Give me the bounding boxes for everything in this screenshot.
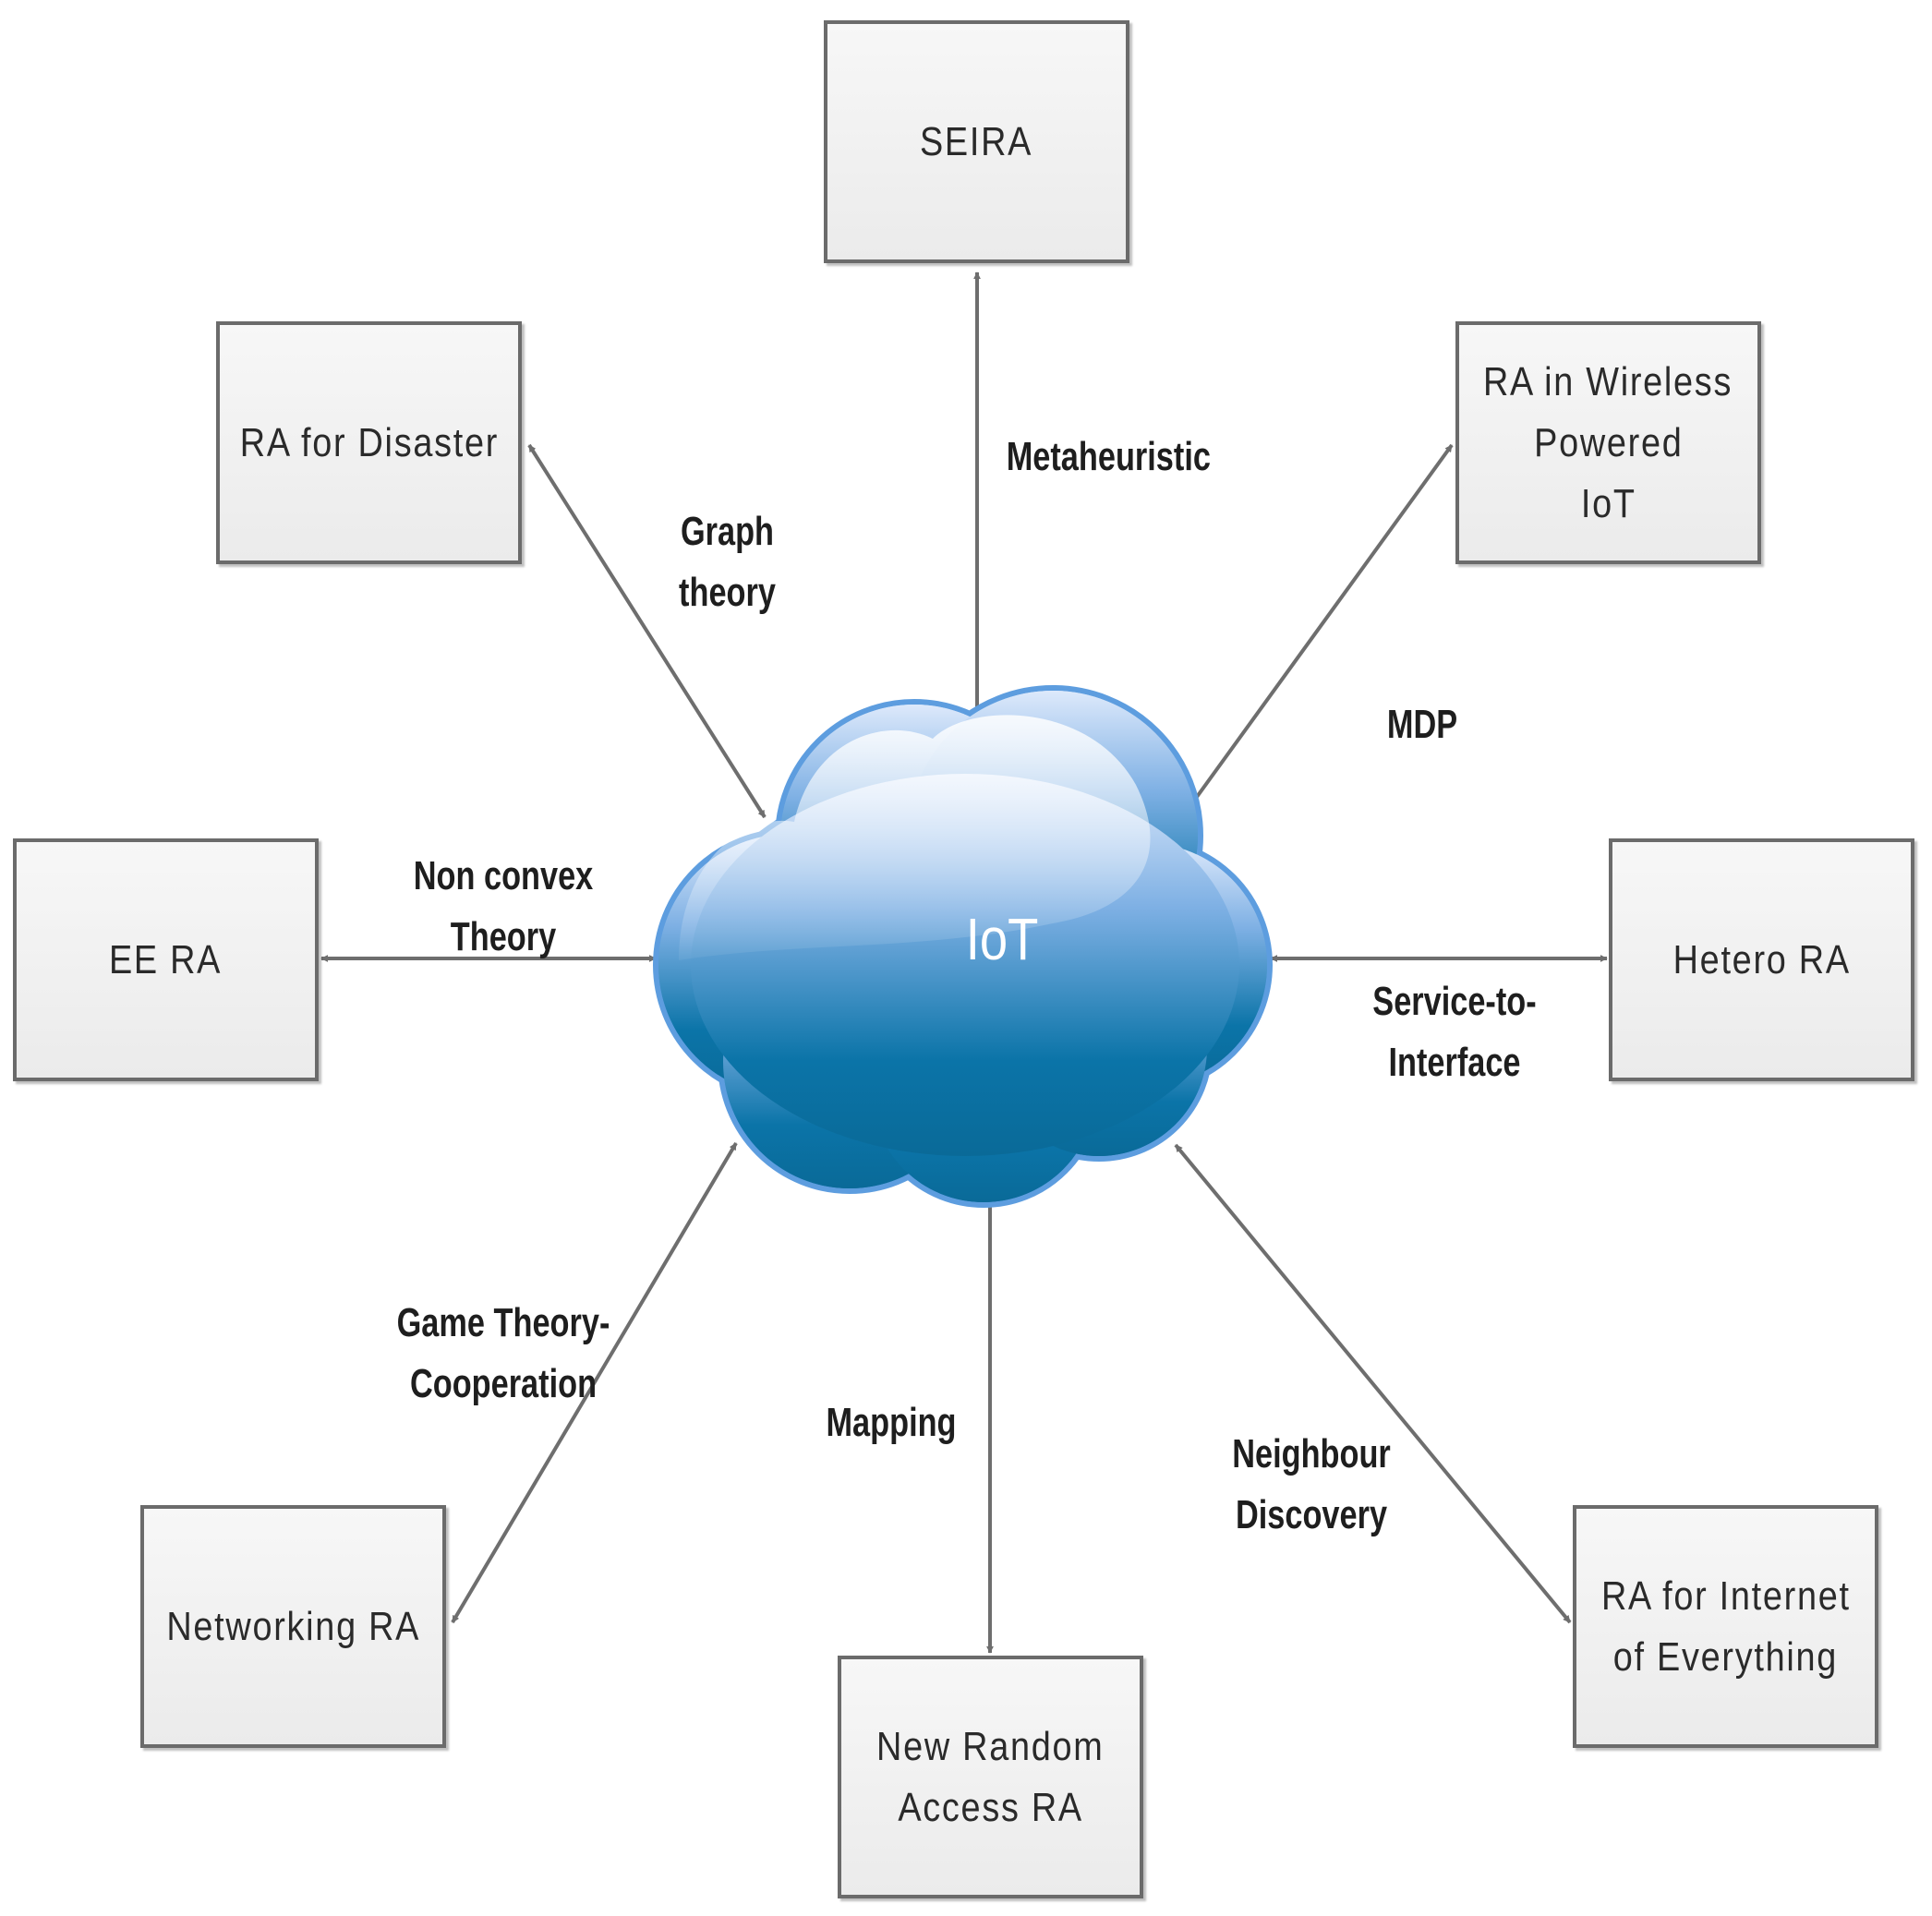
node-label: RA for Disaster xyxy=(239,419,499,465)
arrow-top-left xyxy=(527,443,767,819)
node-hetero-ra: Hetero RA xyxy=(1609,838,1914,1081)
node-label: SEIRA xyxy=(920,118,1033,164)
node-label: Powered xyxy=(1533,419,1684,465)
edge-label-line: Mapping xyxy=(826,1400,957,1445)
node-new-random-access-ra: New Random Access RA xyxy=(838,1656,1143,1898)
node-label: RA in Wireless xyxy=(1483,358,1733,404)
node-label: Hetero RA xyxy=(1672,936,1851,982)
edge-label-line: Non convex xyxy=(413,853,594,898)
edge-label-line: Graph xyxy=(680,509,775,554)
node-ra-internet-of-everything: RA for Internet of Everything xyxy=(1573,1505,1878,1748)
node-networking-ra: Networking RA xyxy=(140,1505,446,1748)
edge-label-line: Service-to- xyxy=(1372,979,1537,1024)
node-seira: SEIRA xyxy=(824,20,1129,263)
edge-label-non-convex-theory: Non convex Theory xyxy=(379,846,628,968)
edge-label-game-theory-cooperation: Game Theory- Cooperation xyxy=(360,1293,646,1415)
edge-label-metaheuristic: Metaheuristic xyxy=(979,427,1228,488)
edge-label-line: MDP xyxy=(1386,702,1458,747)
node-ee-ra: EE RA xyxy=(13,838,319,1081)
arrow-top-right xyxy=(1188,443,1454,809)
arrow-bottom-left xyxy=(451,1141,738,1624)
edge-label-line: Game Theory- xyxy=(396,1300,610,1345)
edge-label-line: theory xyxy=(679,570,776,615)
node-label: Networking RA xyxy=(166,1603,420,1649)
edge-label-mapping: Mapping xyxy=(803,1392,979,1453)
edge-label-line: Metaheuristic xyxy=(1006,434,1211,479)
node-label: of Everything xyxy=(1612,1633,1839,1680)
edge-label-graph-theory: Graph theory xyxy=(628,501,827,623)
edge-label-line: Neighbour xyxy=(1232,1431,1391,1476)
connector-arrows xyxy=(320,271,1608,1654)
edge-label-line: Discovery xyxy=(1235,1492,1388,1537)
edge-label-line: Interface xyxy=(1388,1040,1521,1085)
node-label: EE RA xyxy=(109,936,223,982)
iot-cloud-icon xyxy=(653,685,1273,1208)
node-ra-for-disaster: RA for Disaster xyxy=(216,321,522,564)
arrow-bottom-right xyxy=(1174,1143,1572,1624)
node-label: New Random xyxy=(876,1723,1105,1769)
edge-label-neighbour-discovery: Neighbour Discovery xyxy=(1201,1424,1422,1546)
edge-label-line: Cooperation xyxy=(409,1361,598,1406)
node-label: RA for Internet xyxy=(1600,1573,1851,1619)
node-ra-wireless-powered-iot: RA in Wireless Powered IoT xyxy=(1455,321,1761,564)
iot-label: IoT xyxy=(965,906,1039,972)
node-label: IoT xyxy=(1580,480,1636,526)
edge-label-mdp: MDP xyxy=(1358,694,1487,755)
node-label: Access RA xyxy=(898,1784,1083,1830)
edge-label-line: Theory xyxy=(450,914,557,959)
edge-label-service-to-interface: Service-to- Interface xyxy=(1339,971,1570,1093)
